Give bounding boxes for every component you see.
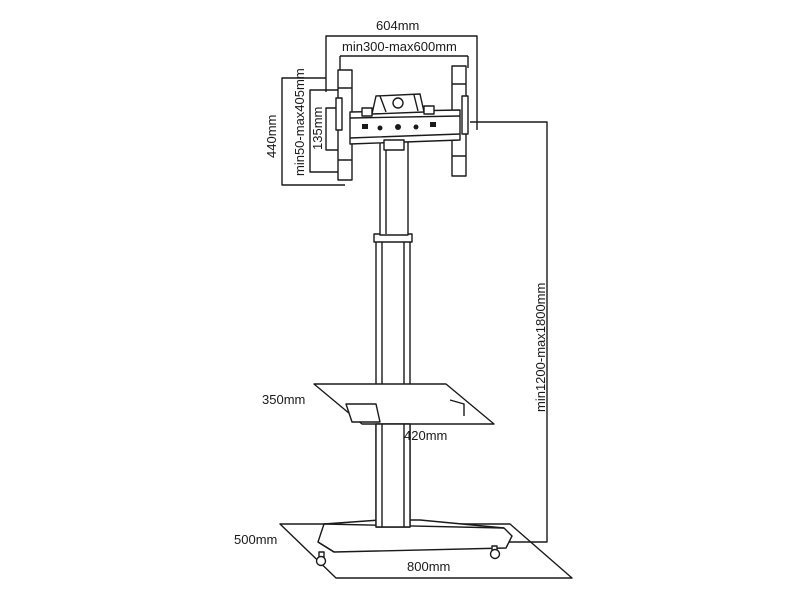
vesa-width-label: min300-max600mm: [342, 39, 457, 54]
stand-height-line: [470, 121, 548, 543]
stand-base: [315, 519, 513, 567]
frame-height-outline: [281, 77, 345, 186]
vesa-width-line: [339, 55, 469, 70]
shelf-depth-label: 350mm: [262, 392, 305, 407]
caster-wheel-right: [489, 545, 501, 560]
tv-mount-bracket: [335, 65, 469, 181]
frame-height-label: 440mm: [264, 115, 279, 158]
base-width-label: 800mm: [407, 559, 450, 574]
caster-wheel-left: [315, 551, 327, 567]
stand-height-label: min1200-max1800mm: [533, 283, 548, 412]
frame-width-label: 604mm: [376, 18, 419, 33]
glass-shelf: [313, 383, 495, 528]
vesa-height-label: min50-max405mm: [292, 68, 307, 176]
dimension-labels: 604mm min300-max600mm 440mm min50-max405…: [234, 18, 548, 574]
base-depth-label: 500mm: [234, 532, 277, 547]
vesa-height-outline: [309, 89, 345, 173]
frame-width-outline: [325, 35, 478, 130]
bracket-height-label: 135mm: [310, 107, 325, 150]
shelf-width-label: 420mm: [404, 428, 447, 443]
